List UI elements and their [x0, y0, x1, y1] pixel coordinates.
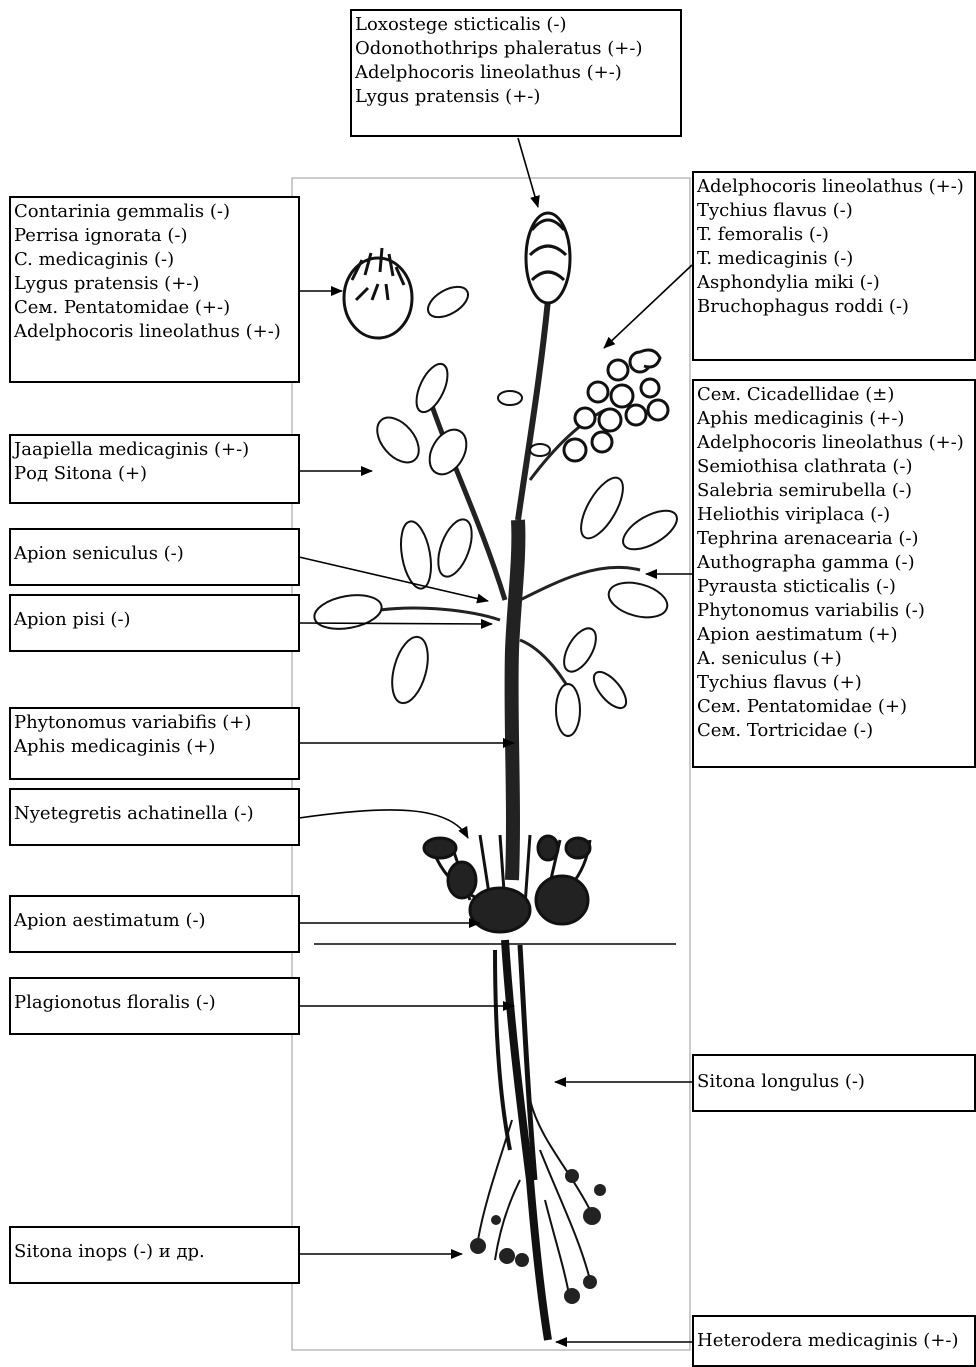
label-box-right-root: Sitona longulus (-)	[692, 1054, 976, 1112]
label-box-left-root-collar: Apion aestimatum (-)	[9, 895, 300, 953]
pest-label: Plagionotus floralis (-)	[14, 991, 295, 1015]
arrow-left-3	[299, 557, 488, 601]
label-box-left-stem-upper: Apion seniculus (-)	[9, 528, 300, 586]
pest-label: Phytonomus variabilis (-)	[697, 599, 971, 623]
pest-label: Lygus pratensis (+-)	[355, 85, 677, 109]
pest-label: Adelphocoris lineolathus (+-)	[355, 61, 677, 85]
pest-label: Apion seniculus (-)	[14, 542, 295, 566]
label-box-right-leaves: Сем. Cicadellidae (±) Aphis medicaginis …	[692, 379, 976, 768]
pest-label: Sitona longulus (-)	[697, 1070, 971, 1094]
pest-label: Adelphocoris lineolathus (+-)	[697, 175, 971, 199]
pest-label: Pyrausta sticticalis (-)	[697, 575, 971, 599]
pest-label: A. seniculus (+)	[697, 647, 971, 671]
pest-label: Heterodera medicaginis (+-)	[697, 1329, 971, 1353]
pest-label: T. femoralis (-)	[697, 223, 971, 247]
pest-label: Lygus pratensis (+-)	[14, 272, 295, 296]
pest-label: Odonothothrips phaleratus (+-)	[355, 37, 677, 61]
pest-label: Сем. Pentatomidae (+-)	[14, 296, 295, 320]
pest-label: Bruchophagus roddi (-)	[697, 295, 971, 319]
arrow-left-6	[299, 810, 468, 838]
pest-label: Heliothis viriplaca (-)	[697, 503, 971, 527]
label-box-right-pods: Adelphocoris lineolathus (+-) Tychius fl…	[692, 171, 976, 361]
pest-label: Tychius flavus (-)	[697, 199, 971, 223]
pest-label: Sitona inops (-) и др.	[14, 1240, 295, 1264]
pest-label: Сем. Cicadellidae (±)	[697, 383, 971, 407]
pest-label: T. medicaginis (-)	[697, 247, 971, 271]
label-box-left-main-stem: Phytonomus variabifis (+) Aphis medicagi…	[9, 707, 300, 780]
pest-label: Semiothisa clathrata (-)	[697, 455, 971, 479]
pest-label: Apion aestimatum (+)	[697, 623, 971, 647]
pest-label: Tychius flavus (+)	[697, 671, 971, 695]
pest-label: Phytonomus variabifis (+)	[14, 711, 295, 735]
pest-label: Aphis medicaginis (+-)	[697, 407, 971, 431]
label-box-left-crown: Nyetegretis achatinella (-)	[9, 788, 300, 846]
pest-label: Сем. Tortricidae (-)	[697, 719, 971, 743]
label-box-left-nodules: Sitona inops (-) и др.	[9, 1226, 300, 1284]
pest-label: Loxostege sticticalis (-)	[355, 13, 677, 37]
label-box-left-root: Plagionotus floralis (-)	[9, 977, 300, 1035]
pest-label: Authographa gamma (-)	[697, 551, 971, 575]
pest-label: Contarinia gemmalis (-)	[14, 200, 295, 224]
pest-label: Jaapiella medicaginis (+-)	[14, 438, 295, 462]
label-box-right-root-tip: Heterodera medicaginis (+-)	[692, 1315, 976, 1367]
pest-label: Aphis medicaginis (+)	[14, 735, 295, 759]
label-box-left-stem: Apion pisi (-)	[9, 594, 300, 652]
pest-label: Adelphocoris lineolathus (+-)	[14, 320, 295, 344]
pest-label: Сем. Pentatomidae (+)	[697, 695, 971, 719]
pest-label: Apion pisi (-)	[14, 608, 295, 632]
pest-label: Asphondylia miki (-)	[697, 271, 971, 295]
label-box-left-leaves: Jaapiella medicaginis (+-) Род Sitona (+…	[9, 434, 300, 504]
pest-label: C. medicaginis (-)	[14, 248, 295, 272]
arrow-left-4	[299, 623, 492, 624]
pest-label: Perrisa ignorata (-)	[14, 224, 295, 248]
pest-label: Nyetegretis achatinella (-)	[14, 802, 295, 826]
label-box-left-flower: Contarinia gemmalis (-) Perrisa ignorata…	[9, 196, 300, 383]
pest-label: Род Sitona (+)	[14, 462, 295, 486]
arrow-top	[518, 138, 538, 207]
pest-label: Salebria semirubella (-)	[697, 479, 971, 503]
label-box-flower-top: Loxostege sticticalis (-) Odonothothrips…	[350, 9, 682, 137]
pest-label: Adelphocoris lineolathus (+-)	[697, 431, 971, 455]
pest-label: Tephrina arenacearia (-)	[697, 527, 971, 551]
pest-label: Apion aestimatum (-)	[14, 909, 295, 933]
arrow-right-1	[604, 265, 692, 348]
